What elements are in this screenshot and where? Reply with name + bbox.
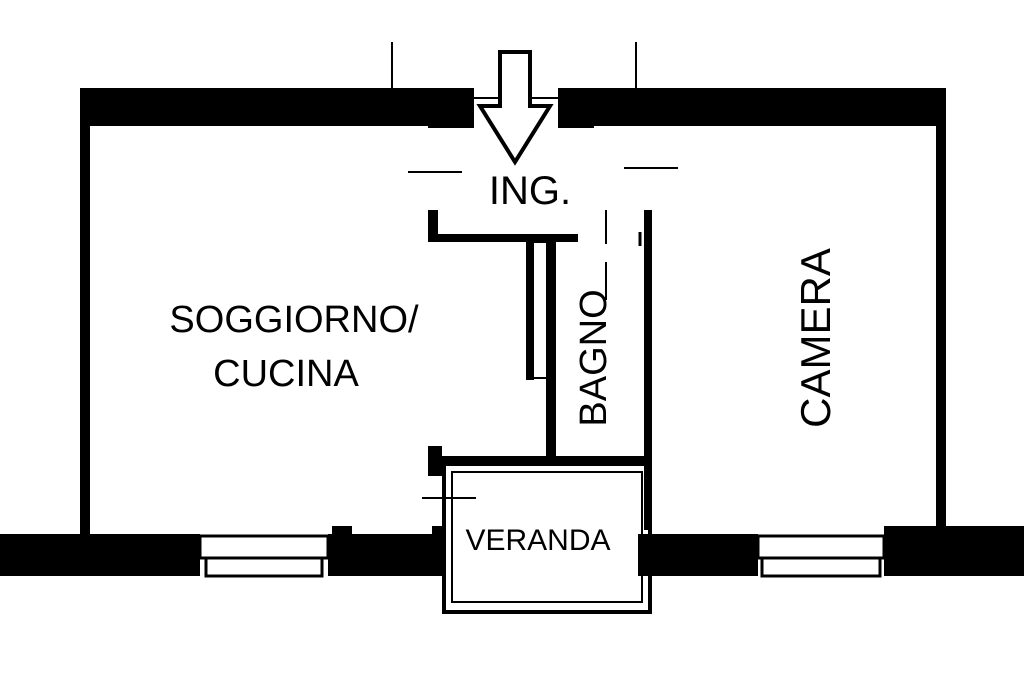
- living-room-label-line1: SOGGIORNO/: [169, 299, 419, 341]
- bottom-wall-mid-left: [328, 534, 446, 576]
- interior-walls: [428, 210, 652, 530]
- window-right: [756, 534, 886, 560]
- bathroom-label: BAGNO: [573, 289, 615, 426]
- veranda-enclosure: [432, 462, 652, 614]
- left-wall: [80, 88, 90, 538]
- entrance-jambs: [428, 88, 594, 128]
- top-wall-right: [558, 88, 946, 126]
- exterior-ticks: [391, 42, 637, 88]
- entrance-arrow-icon: [476, 50, 554, 166]
- exterior-walls: [0, 88, 1024, 576]
- living-room-label-line2: CUCINA: [213, 353, 359, 395]
- right-wall: [936, 88, 946, 528]
- bottom-wall-mid-right: [638, 534, 758, 576]
- bedroom-label: CAMERA: [792, 248, 839, 428]
- bottom-wall-right: [884, 526, 1024, 576]
- bottom-wall-notch: [332, 526, 352, 536]
- top-wall-left: [80, 88, 474, 126]
- entrance-label: ING.: [489, 169, 571, 213]
- veranda-label: VERANDA: [465, 524, 610, 557]
- entrance-dashes: [408, 167, 678, 499]
- windows: [198, 534, 886, 578]
- bottom-wall-left: [0, 534, 200, 576]
- window-left: [198, 534, 330, 560]
